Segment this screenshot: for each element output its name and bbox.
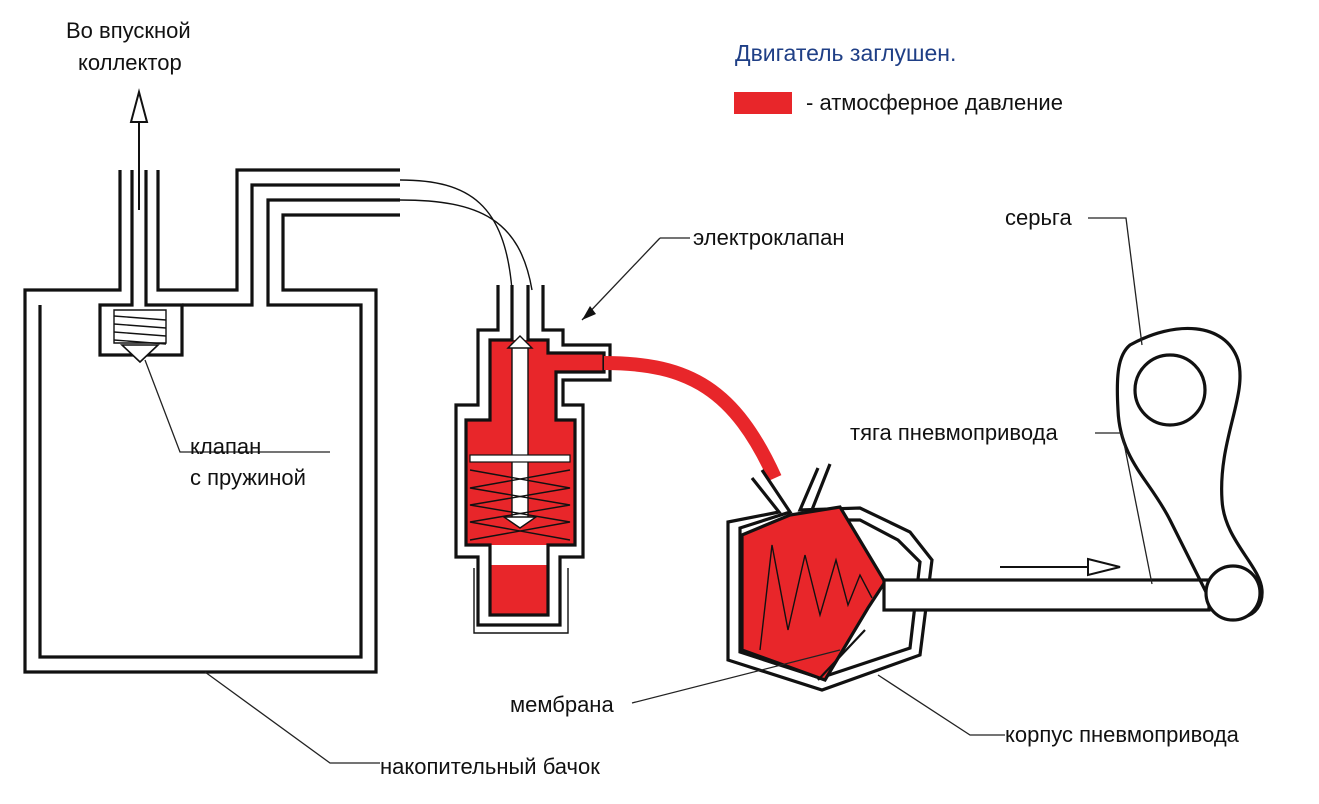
earring-label: серьга	[1005, 205, 1072, 230]
intake-arrow	[129, 88, 149, 210]
valve-label-line2: с пружиной	[190, 465, 306, 490]
valve-label-line1: клапан	[190, 434, 262, 459]
housing-label: корпус пневмопривода	[1005, 722, 1239, 747]
tank-label: накопительный бачок	[380, 754, 600, 779]
pressure-hose	[603, 356, 782, 481]
pressure-legend-text: - атмосферное давление	[806, 90, 1063, 115]
rod-label: тяга пневмопривода	[850, 420, 1058, 445]
intake-label-line2: коллектор	[78, 50, 182, 75]
membrane-label: мембрана	[510, 692, 614, 717]
leader-lines	[144, 217, 1153, 764]
earring-lever	[1115, 326, 1264, 622]
solenoid-label: электроклапан	[693, 225, 845, 250]
diagram-title: Двигатель заглушен.	[735, 40, 957, 66]
storage-tank	[23, 168, 400, 674]
pressure-legend-swatch	[734, 92, 792, 114]
intake-label-line1: Во впускной	[66, 18, 191, 43]
vacuum-hoses	[399, 179, 533, 291]
spring-valve	[113, 309, 167, 364]
solenoid-valve	[454, 285, 612, 634]
pneumatic-actuator	[726, 463, 1211, 692]
